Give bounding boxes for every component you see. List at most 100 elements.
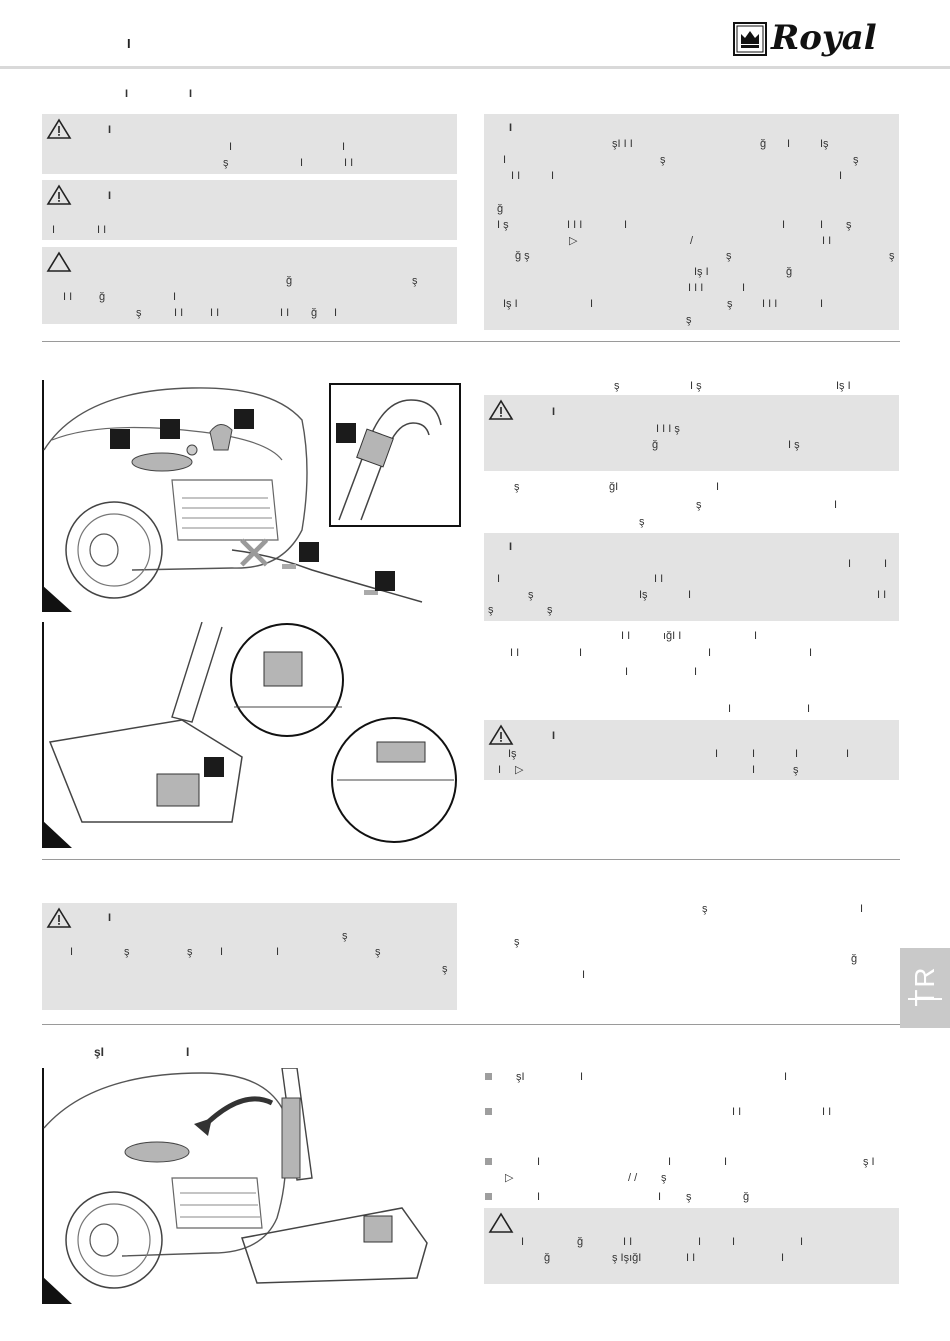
callout-marker	[375, 571, 395, 591]
info1-frag: I	[820, 298, 824, 310]
info1-frag: /	[690, 235, 694, 247]
warn1-frag: ş	[223, 157, 229, 169]
bullet4-frag: ğ	[743, 1191, 750, 1203]
bullet-marker	[485, 1073, 492, 1080]
info1-frag: ş	[726, 250, 732, 262]
warning-box-5	[42, 903, 457, 1010]
parking-illustration	[42, 1067, 428, 1304]
caution1-frag: I I	[280, 307, 290, 319]
info1-frag: I	[624, 219, 628, 231]
warn3-frag: I I I ş	[656, 423, 680, 435]
section-divider	[42, 1024, 900, 1025]
warn2-frag: I I	[97, 224, 107, 236]
warn5-frag: ş	[342, 930, 348, 942]
warning-box-4	[484, 720, 899, 780]
warning-triangle-icon	[488, 724, 514, 745]
figure-vacuum-controls: ✕	[42, 380, 462, 612]
section1-title-frag: I	[189, 88, 193, 100]
caution2-frag: ğ	[577, 1236, 584, 1248]
warning-triangle-icon	[488, 399, 514, 420]
brand-name: Royal	[771, 18, 877, 58]
info1-frag: I	[503, 154, 507, 166]
warn3-frag: I ş	[788, 439, 800, 451]
info2-frag: I	[509, 541, 513, 553]
warn4-frag: Iş	[508, 748, 517, 760]
caution1-frag: ğ	[311, 307, 318, 319]
section-divider	[42, 859, 900, 860]
para4-frag: ğ	[851, 953, 858, 965]
caution1-frag: I	[173, 291, 177, 303]
caution2-frag: ş IşığI	[612, 1252, 642, 1264]
warn5-frag: I	[70, 946, 74, 958]
para3-frag: I	[754, 630, 758, 642]
caution1-frag: I I	[210, 307, 220, 319]
info1-frag: I	[509, 122, 513, 134]
info1-frag: Iş I	[503, 298, 518, 310]
para4-frag: ş	[702, 903, 708, 915]
sec2-frag: I ş	[690, 380, 702, 392]
bullet-marker	[485, 1108, 492, 1115]
info1-frag: I	[782, 219, 786, 231]
info2-frag: I	[884, 558, 888, 570]
figure-inset-handle	[329, 383, 461, 527]
info2-frag: Iş	[639, 589, 648, 601]
info2-frag: ş	[528, 589, 534, 601]
sec3-title-frag: I	[186, 1045, 190, 1059]
crown-icon	[733, 22, 767, 56]
info1-frag: I I	[511, 170, 521, 182]
warn4-frag: ▷	[515, 764, 524, 776]
caution2-frag: I	[800, 1236, 804, 1248]
para2-frag: ş	[639, 516, 645, 528]
warn4-frag: I	[846, 748, 850, 760]
sec3-title-frag: şI	[94, 1045, 105, 1059]
caution1-frag: ş	[412, 275, 418, 287]
info1-frag: I	[820, 219, 824, 231]
header-left-mark: I	[127, 36, 131, 51]
caution-box-2	[484, 1208, 899, 1284]
bullet4-frag: I	[537, 1191, 541, 1203]
caution-triangle-icon	[46, 251, 72, 272]
info1-frag: I I I	[762, 298, 778, 310]
info2-frag: I	[497, 573, 501, 585]
bullet-marker	[485, 1193, 492, 1200]
caution1-frag: ğ	[99, 291, 106, 303]
info1-frag: I	[590, 298, 594, 310]
info1-frag: ş	[727, 298, 733, 310]
para3-frag: I I	[621, 630, 631, 642]
info2-frag: ş	[488, 604, 494, 616]
callout-marker	[299, 542, 319, 562]
vacuum-body-illustration	[42, 380, 423, 612]
callout-marker	[204, 757, 224, 777]
info1-frag: I	[742, 282, 746, 294]
section1-title-frag: I	[125, 88, 129, 100]
info1-frag: I I I	[567, 219, 583, 231]
info1-frag: şI I I	[612, 138, 633, 150]
bullet1-frag: I	[784, 1071, 788, 1083]
callout-marker	[234, 409, 254, 429]
header-rule	[0, 66, 950, 69]
caution-box-1	[42, 247, 457, 324]
info2-frag: I I	[877, 589, 887, 601]
para3-frag: I	[807, 703, 811, 715]
warn4-frag: I	[752, 764, 756, 776]
figure-parking-position	[42, 1067, 462, 1304]
bullet3-frag: ş I	[863, 1156, 875, 1168]
info1-frag: ğ	[760, 138, 767, 150]
sec2-frag: ş	[614, 380, 620, 392]
para3-frag: I	[625, 666, 629, 678]
para2-frag: ş	[514, 481, 520, 493]
caution2-frag: I	[698, 1236, 702, 1248]
warn1-frag: I I	[344, 157, 354, 169]
warn3-frag: ğ	[652, 439, 659, 451]
warn3-frag: I	[552, 406, 556, 418]
warning-triangle-icon	[46, 184, 72, 205]
warn1-frag: I	[342, 141, 346, 153]
bullet3-frag: I	[724, 1156, 728, 1168]
info1-frag: ş	[846, 219, 852, 231]
info1-frag: ğ	[497, 203, 504, 215]
bullet1-frag: şI	[516, 1071, 525, 1083]
info1-frag: I I	[822, 235, 832, 247]
para3-frag: I	[708, 647, 712, 659]
bullet3-frag: I	[668, 1156, 672, 1168]
bullet4-frag: I	[658, 1191, 662, 1203]
